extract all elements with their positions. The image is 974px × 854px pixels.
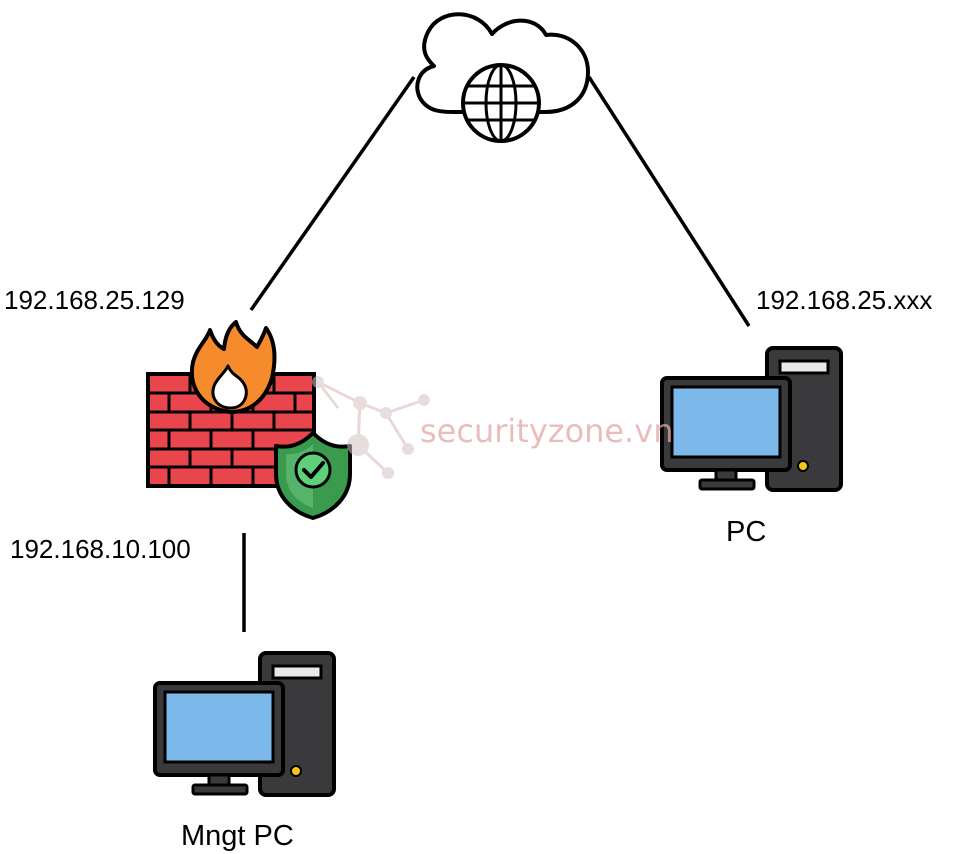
mgmt-pc-name-label: Mngt PC xyxy=(181,820,294,852)
desktop-computer-icon xyxy=(153,651,336,797)
firewall-icon xyxy=(146,320,352,520)
watermark xyxy=(312,376,430,479)
desktop-computer-icon xyxy=(660,346,843,492)
firewall-wan-ip-label: 192.168.25.129 xyxy=(4,285,185,315)
link-cloud-pc xyxy=(587,76,751,327)
pc-ip-label: 192.168.25.xxx xyxy=(756,285,932,315)
internet-cloud-icon xyxy=(415,12,590,143)
globe-icon xyxy=(461,63,541,143)
shield-check-icon xyxy=(274,431,352,520)
watermark-text: securityzone.vn xyxy=(420,412,674,450)
pc-name-label: PC xyxy=(726,516,766,548)
connections xyxy=(242,75,751,632)
mgmt-pc-node xyxy=(153,651,336,797)
pc-node xyxy=(660,346,843,492)
watermark-network-icon xyxy=(312,376,430,479)
firewall-lan-ip-label: 192.168.10.100 xyxy=(10,534,191,564)
link-cloud-firewall xyxy=(249,75,416,312)
flame-icon xyxy=(189,320,277,414)
